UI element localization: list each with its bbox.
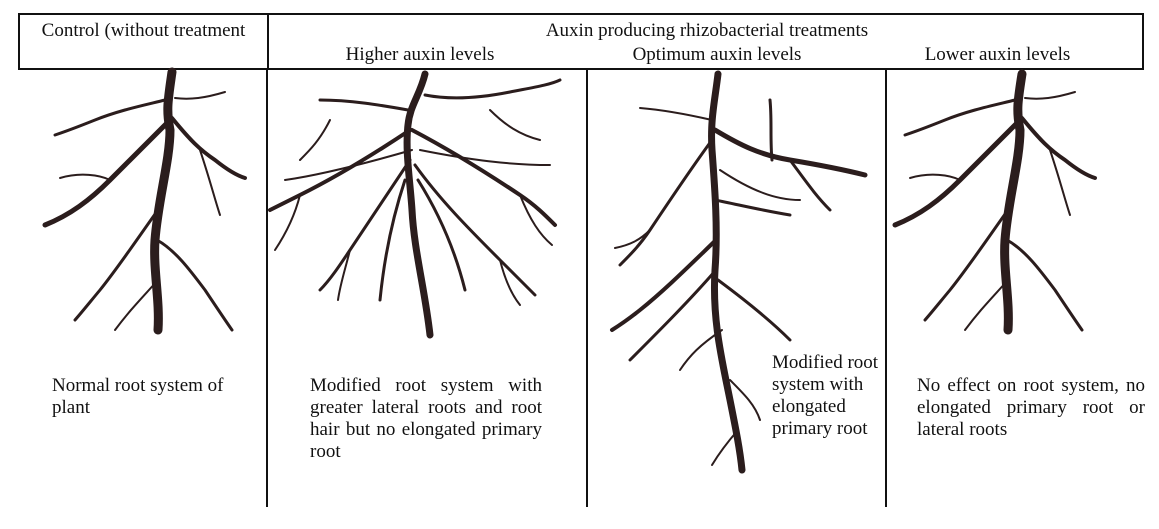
description-lower: No effect on root system, no elongated p…	[917, 375, 1145, 441]
description-higher: Modified root system with greater latera…	[310, 375, 542, 463]
description-optimum: Modified root system with elongated prim…	[772, 352, 884, 440]
description-control: Normal root system of plant	[52, 375, 252, 419]
root-system-lower	[895, 74, 1095, 330]
root-system-control	[45, 72, 245, 330]
root-system-higher	[270, 74, 560, 335]
